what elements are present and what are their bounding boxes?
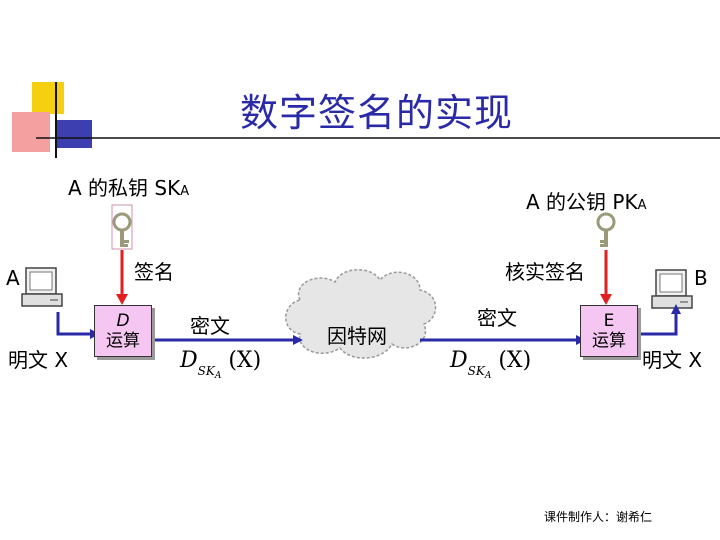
signed-ciphertext-formula-right: DSKA (X) <box>450 348 532 381</box>
d-operation-box: D 运算 <box>94 305 152 357</box>
private-key-label: A 的私钥 SKA <box>68 176 190 200</box>
page-title: 数字签名的实现 <box>240 91 514 135</box>
deco-blue-square <box>56 120 92 148</box>
sender-computer-icon <box>21 267 63 307</box>
plaintext-right-label: 明文 X <box>642 348 703 372</box>
sign-label: 签名 <box>134 260 174 284</box>
private-key-icon <box>111 204 133 250</box>
receiver-computer-icon <box>651 269 693 309</box>
e-operation-box: E 运算 <box>580 305 638 357</box>
deco-yellow-square <box>32 82 64 114</box>
sender-label: A <box>6 266 20 290</box>
ciphertext-left-label: 密文 <box>190 314 230 338</box>
signed-ciphertext-formula-left: DSKA (X) <box>180 348 262 381</box>
receiver-label: B <box>694 266 708 290</box>
sign-key-arrowhead <box>116 294 128 305</box>
d-box-op: 运算 <box>106 331 140 351</box>
footer-credit: 课件制作人：谢希仁 <box>544 510 653 524</box>
internet-cloud <box>285 269 437 359</box>
d-box-letter: D <box>116 311 130 331</box>
plaintext-left-label: 明文 X <box>8 348 69 372</box>
flow-arrow-sender-to-d <box>56 312 92 336</box>
public-key-icon <box>596 212 616 247</box>
flow-arrow-e-to-receiver <box>636 312 678 336</box>
e-box-op: 运算 <box>592 331 626 351</box>
verify-label: 核实签名 <box>505 260 585 284</box>
deco-pink-square <box>12 112 50 152</box>
e-box-letter: E <box>603 311 615 331</box>
flow-path <box>56 312 678 342</box>
public-key-label: A 的公钥 PKA <box>526 190 647 214</box>
internet-label: 因特网 <box>327 324 387 348</box>
verify-key-arrowhead <box>600 294 612 305</box>
ciphertext-right-label: 密文 <box>477 306 517 330</box>
